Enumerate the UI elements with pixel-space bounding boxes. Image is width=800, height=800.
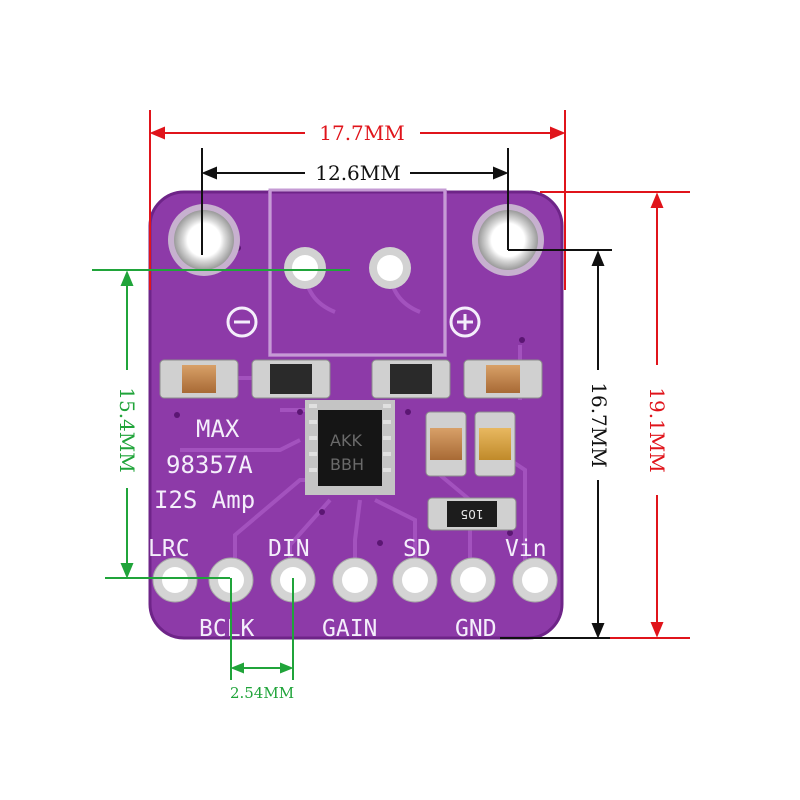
header-pin-6 (450, 557, 496, 603)
smd-capacitor-4 (474, 411, 516, 477)
chip-marking-line1: AKK (330, 431, 362, 450)
pin-label-lrc: LRC (148, 536, 190, 562)
pin-label-gnd: GND (455, 616, 497, 642)
pin-label-gain: GAIN (322, 616, 377, 642)
qfn-amplifier-chip: AKK BBH (305, 400, 395, 495)
label-board-width: 17.7MM (319, 121, 405, 145)
board-title-line3: I2S Amp (154, 486, 255, 514)
pcb-board: MAX 98357A I2S Amp AKK BBH 105 (148, 188, 564, 642)
speaker-pad-minus (284, 247, 326, 289)
pin-label-din: DIN (268, 536, 310, 562)
smd-capacitor-1 (159, 359, 239, 399)
speaker-terminal-outline (268, 188, 447, 357)
dimension-hole-to-pin (92, 269, 350, 579)
label-hole-spacing: 12.6MM (315, 161, 401, 185)
speaker-pad-plus (369, 247, 411, 289)
dimension-board-width (149, 110, 566, 290)
board-title-line2: 98357A (166, 451, 253, 479)
plus-symbol-marking (449, 306, 481, 338)
dimension-pin-pitch (230, 578, 294, 680)
pin-label-vin: Vin (505, 536, 547, 562)
resistor-code: 105 (461, 507, 484, 521)
header-pin-5 (392, 557, 438, 603)
dimension-hole-spacing (201, 148, 612, 255)
header-pin-4 (332, 557, 378, 603)
smd-resistor-1 (251, 359, 331, 399)
smd-resistor-2 (371, 359, 451, 399)
board-title-line1: MAX (196, 415, 240, 443)
pin-label-bclk: BCLK (199, 616, 255, 642)
header-pin-7 (512, 557, 558, 603)
smd-capacitor-3 (425, 411, 467, 477)
header-pin-1 (152, 557, 198, 603)
label-hole-to-pin: 15.4MM (115, 387, 139, 473)
dimension-pin-to-hole (500, 250, 610, 639)
smd-capacitor-2 (463, 359, 543, 399)
label-board-height: 19.1MM (645, 387, 669, 473)
label-pin-to-hole: 16.7MM (587, 382, 611, 468)
label-pin-pitch: 2.54MM (230, 684, 294, 702)
chip-marking-line2: BBH (330, 455, 364, 474)
minus-symbol-marking (226, 306, 258, 338)
mounting-hole-left (168, 204, 240, 276)
pin-label-sd: SD (403, 536, 431, 562)
smd-resistor-105: 105 (427, 497, 517, 531)
